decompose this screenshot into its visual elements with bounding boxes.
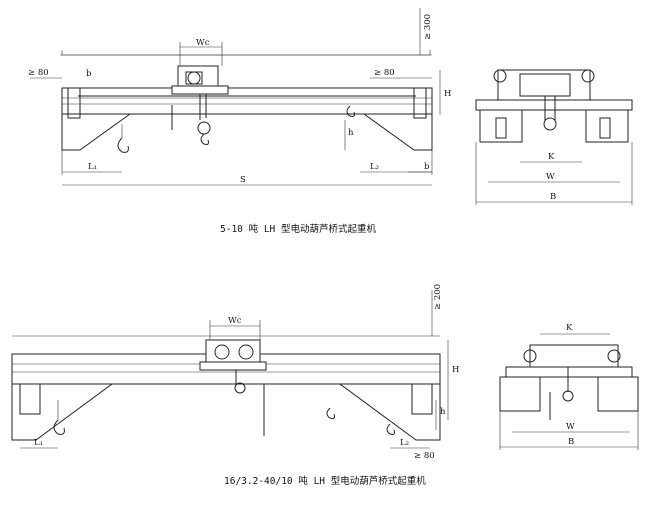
top-side-view: K W B (475, 69, 633, 205)
top-h-small-label: h (348, 128, 354, 138)
top-b-left-label: b (86, 69, 92, 79)
top-h-label: H (444, 89, 451, 99)
bottom-l2-label: L₂ (400, 438, 409, 448)
bottom-b-width-label: B (568, 437, 574, 447)
bottom-l1-label: L₁ (34, 438, 43, 448)
top-b-right-label: b (424, 162, 430, 172)
bottom-clear-right-label: ≥ 80 (414, 451, 435, 461)
top-clear-top-label: ≥ 300 (423, 14, 433, 40)
bottom-wc-label: Wc (228, 316, 242, 326)
top-clear-right-label: ≥ 80 (374, 68, 395, 78)
bottom-h-small-label: h (440, 407, 446, 417)
top-k-label: K (548, 152, 555, 162)
top-front-view: Wc S L₁ L₂ b b H h ≥ 80 ≥ 80 ≥ 300 (28, 8, 451, 186)
top-wc-label: Wc (196, 38, 210, 48)
bottom-k-label: K (566, 323, 573, 333)
top-caption: 5-10 吨 LH 型电动葫芦桥式起重机 (220, 223, 376, 235)
bottom-w-label: W (566, 422, 575, 432)
bottom-caption: 16/3.2-40/10 吨 LH 型电动葫芦桥式起重机 (224, 475, 426, 487)
top-w-label: W (546, 172, 555, 182)
bottom-side-view: K W B (499, 323, 639, 450)
bottom-front-view: Wc L₁ L₂ H h ≥ 80 ≥ 200 (11, 284, 459, 461)
top-b-width-label: B (550, 192, 556, 202)
top-s-label: S (240, 175, 246, 185)
top-l2-label: L₂ (370, 162, 379, 172)
bottom-clear-top-label: ≥ 200 (433, 284, 443, 310)
bottom-h-label: H (452, 365, 459, 375)
top-clear-left-label: ≥ 80 (28, 68, 49, 78)
top-l1-label: L₁ (88, 162, 97, 172)
